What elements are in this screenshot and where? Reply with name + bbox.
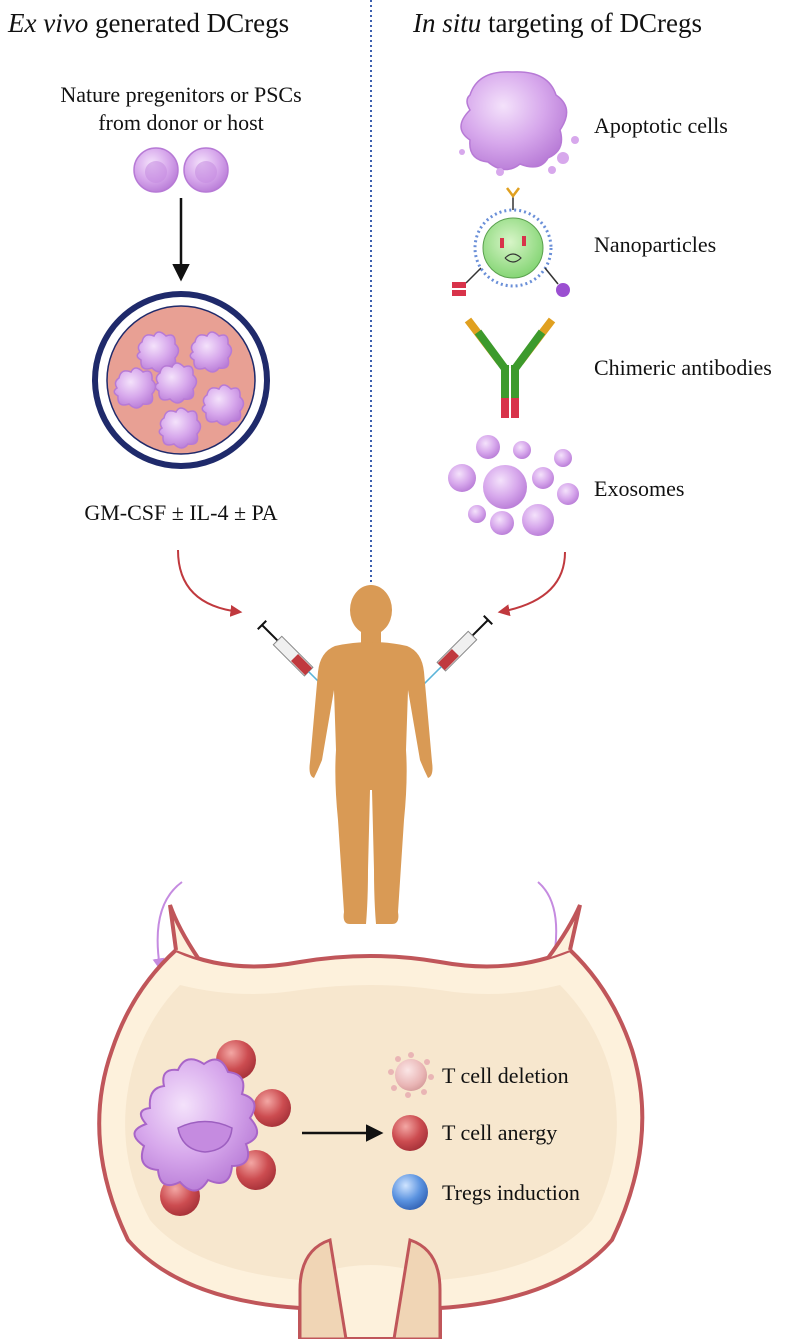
exosomes-label: Exosomes [594,476,684,501]
left-migration-arrow [152,881,183,971]
apoptotic-cell-icon [459,71,579,176]
right-syringe-icon [422,615,493,686]
t-cell-deletion-label: T cell deletion [442,1063,569,1088]
chimeric-antibodies-label: Chimeric antibodies [594,355,772,380]
t-cell-anergy-label: T cell anergy [442,1120,557,1145]
tregs-induction-label: Tregs induction [442,1180,580,1205]
nanoparticles-label: Nanoparticles [594,232,716,257]
human-body-icon [309,585,433,924]
source-label-line1: Nature pregenitors or PSCs [60,82,301,107]
treg-cell-icon [392,1174,428,1210]
left-injection-arrow [177,549,243,617]
culture-condition-label: GM-CSF ± IL-4 ± PA [84,500,277,525]
dendritic-cell-icon [133,1058,258,1192]
apoptotic-cells-label: Apoptotic cells [594,113,728,138]
left-heading: Ex vivo generated DCregs [7,8,289,38]
nanoparticle-icon [452,187,570,297]
right-injection-arrow [497,551,566,617]
antibody-icon [464,317,556,418]
right-heading: In situ targeting of DCregs [412,8,702,38]
progenitor-cell-icon [133,147,229,193]
source-label-line2: from donor or host [98,110,264,135]
apoptotic-t-cell-icon [388,1052,434,1098]
anergic-t-cell-icon [392,1115,428,1151]
culture-dish-icon [92,291,270,469]
exosome-icon [448,435,579,536]
